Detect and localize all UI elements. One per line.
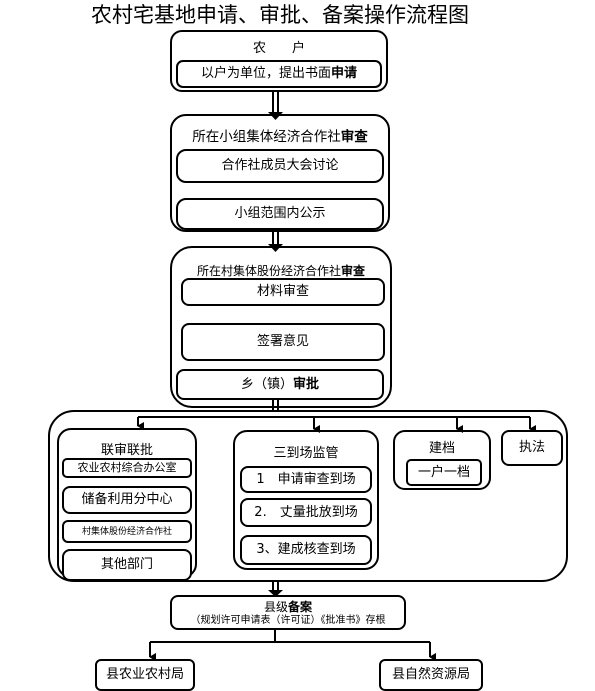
group-step-public-notice[interactable]: 小组范围内公示 — [176, 198, 384, 230]
joint-review-item-reserve-center[interactable]: 储备利用分中心 — [62, 486, 192, 514]
joint-review-item-village-coop[interactable]: 村集体股份经济合作社 — [62, 520, 192, 543]
site-supervision-item-completion-check[interactable]: 3、建成核查到场 — [240, 535, 372, 565]
group-review-stage — [170, 114, 390, 232]
joint-review-item-agri-office[interactable]: 农业农村综合办公室 — [62, 458, 192, 478]
farmer-stage — [170, 30, 388, 92]
page-title: 农村宅基地申请、审批、备案操作流程图 — [91, 3, 469, 27]
site-supervision-group — [233, 430, 379, 570]
farmer-step-text: 以户为单位，提出书面 — [200, 66, 331, 81]
village-step-material-review[interactable]: 材料审查 — [181, 278, 385, 306]
farmer-application-step[interactable]: 以户为单位，提出书面申请 — [176, 60, 382, 88]
joint-review-item-other-departments[interactable]: 其他部门 — [62, 549, 192, 581]
bureau-agriculture-rural[interactable]: 县农业农村局 — [95, 659, 195, 691]
site-supervision-item-measurement[interactable]: 2. 丈量批放到场 — [240, 498, 372, 527]
joint-review-title: 联审联批 — [100, 443, 153, 458]
archive-title: 建档 — [428, 441, 455, 456]
bureau-natural-resources[interactable]: 县自然资源局 — [379, 659, 483, 691]
group-review-title: 所在小组集体经济合作社审查 — [192, 129, 368, 145]
village-review-stage — [170, 246, 392, 408]
farmer-title: 农 户 — [252, 41, 305, 56]
site-supervision-item-application-review[interactable]: 1 申请审查到场 — [240, 466, 372, 493]
village-review-title: 所在村集体股份经济合作社审查 — [196, 264, 366, 278]
archive-group — [393, 430, 491, 490]
township-approval-step[interactable]: 乡（镇）审批 — [176, 369, 384, 400]
supervision-stage — [48, 410, 568, 582]
group-step-member-meeting[interactable]: 合作社成员大会讨论 — [176, 149, 384, 183]
village-step-sign-opinion[interactable]: 签署意见 — [181, 323, 385, 361]
farmer-step-bold: 申请 — [331, 66, 358, 81]
enforcement-box[interactable]: 执法 — [501, 430, 563, 466]
archive-item-one-household-one-file[interactable]: 一户一档 — [406, 459, 482, 486]
county-filing-box[interactable]: 县级备案 （规划许可申请表（许可证）《批准书》存根 — [170, 595, 406, 630]
site-supervision-title: 三到场监管 — [273, 446, 339, 461]
